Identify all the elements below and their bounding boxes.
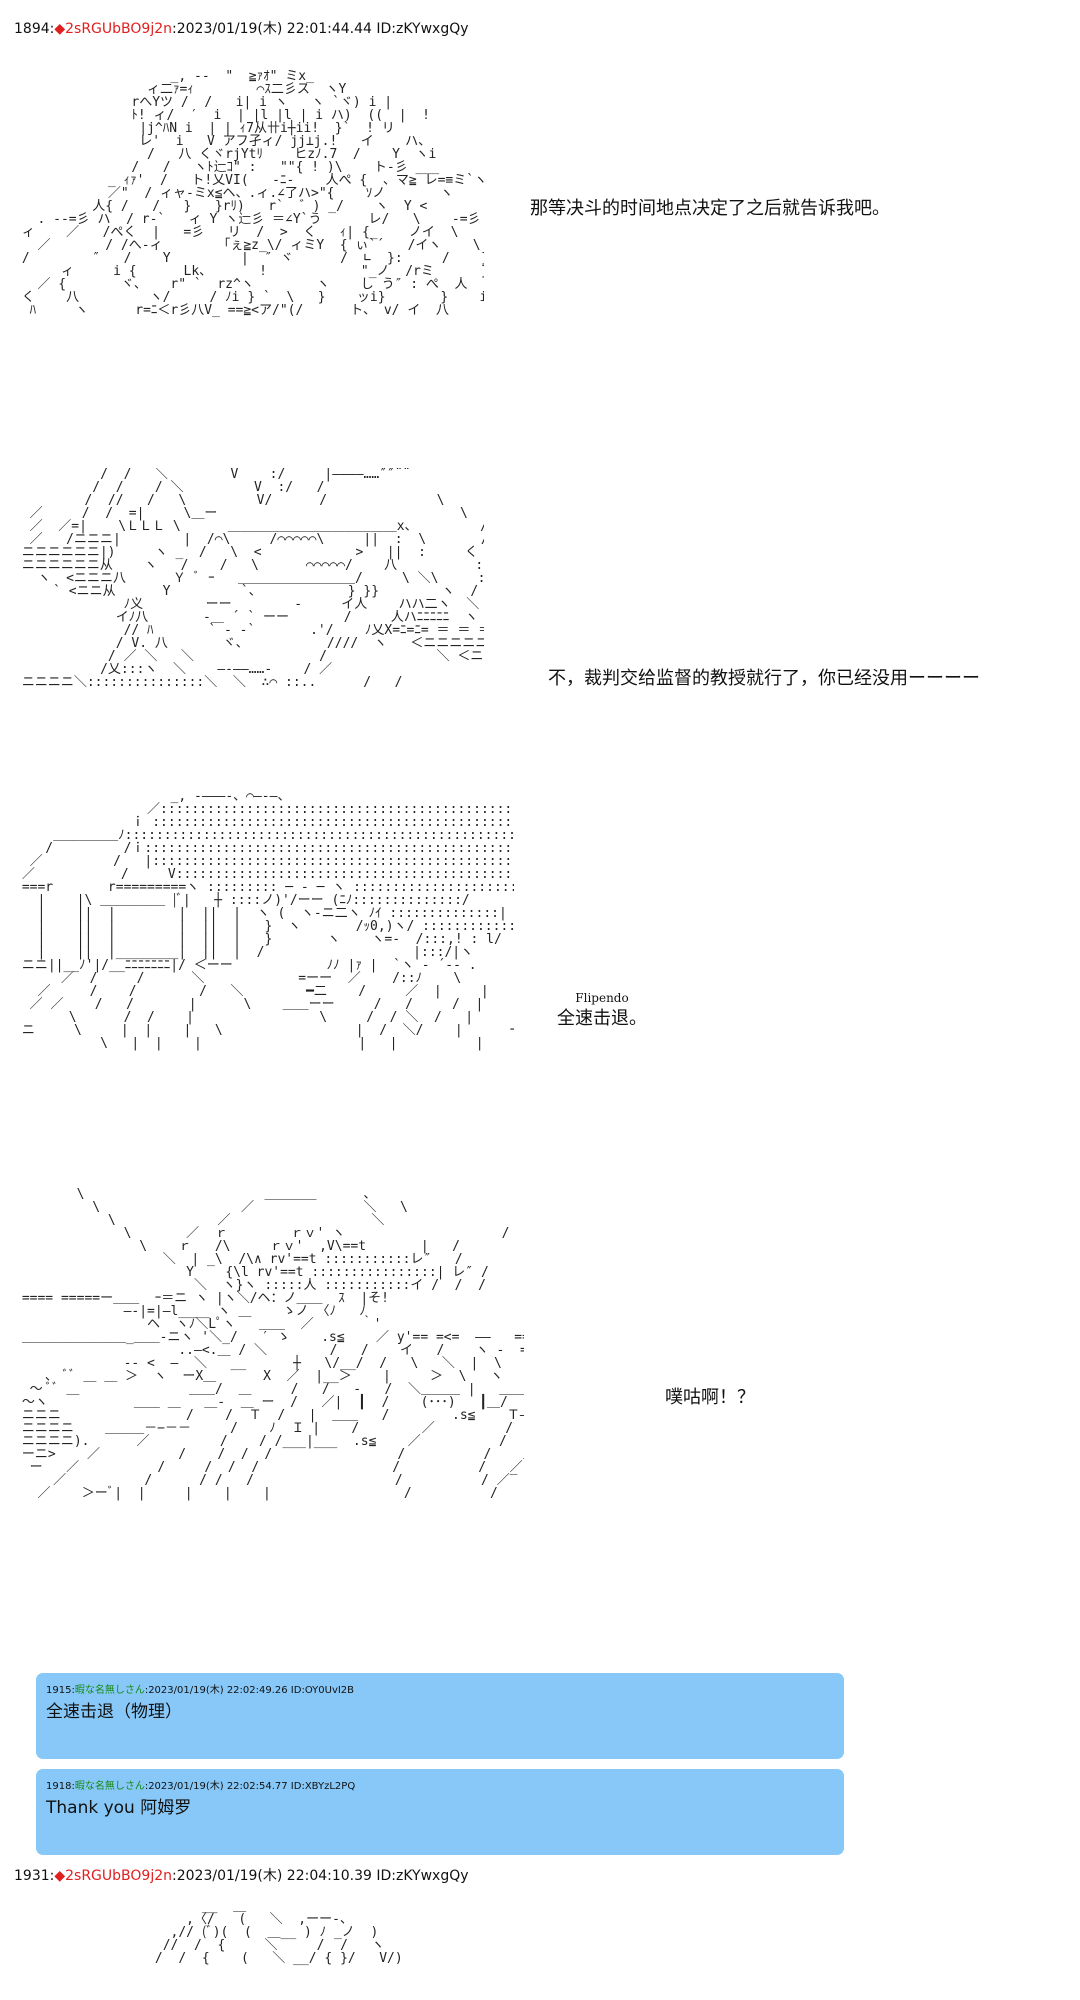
reply-number[interactable]: 1915	[46, 1685, 72, 1696]
reply-box: 1915:暇な名無しさん:2023/01/19(木) 22:02:49.26 I…	[36, 1673, 844, 1759]
ascii-art-panel-4: \ ＿＿＿＿ 、 / \ ／ ＼ \ / \ ／ ＼ /	[21, 1188, 524, 1501]
post-header: 1931:◆2sRGUbBO9j2n:2023/01/19(木) 22:04:1…	[14, 1865, 469, 1885]
dialogue-text: 全速击退。	[557, 1008, 647, 1029]
dialogue-line-4: 噗咕啊！？	[665, 1387, 755, 1408]
dialogue-line-3: Flipendo 全速击退。	[557, 992, 647, 1030]
ascii-art-panel-3: _, ‐―――‐、⌒―‐―、 ／::::::::::::::::::::::::…	[21, 790, 514, 1051]
post-separator: :	[49, 21, 55, 37]
reply-box: 1918:暇な名無しさん:2023/01/19(木) 22:02:54.77 I…	[36, 1769, 844, 1855]
post-header: 1894:◆2sRGUbBO9j2n:2023/01/19(木) 22:01:4…	[14, 18, 469, 38]
reply-meta: :2023/01/19(木) 22:02:54.77 ID:XBYzL2PQ	[144, 1781, 356, 1792]
reply-author: 暇な名無しさん	[74, 1685, 145, 1696]
post-number[interactable]: 1894	[14, 21, 50, 37]
ascii-art-panel-2: / / ＼ V :/ |――――……″″¨¨ / / / ＼ V :/ / / …	[21, 468, 484, 690]
ruby-annotation: Flipendo	[575, 991, 629, 1005]
reply-body: 全速击退（物理）	[46, 1702, 182, 1722]
dialogue-line-1: 那等决斗的时间地点决定了之后就告诉我吧。	[530, 198, 890, 219]
reply-number[interactable]: 1918	[46, 1781, 72, 1792]
ascii-art-panel-5: __ ＿ ,〈/ ( ＼ ,ーー‐、 ,// (ﾞ)( ( ＿__ ) ﾉ _ノ…	[154, 1900, 403, 1966]
dialogue-line-2: 不，裁判交给监督的教授就行了，你已经没用ーーーー	[548, 668, 980, 689]
poster-id[interactable]: ID:zKYwxgQy	[376, 1868, 469, 1884]
reply-header: 1915:暇な名無しさん:2023/01/19(木) 22:02:49.26 I…	[46, 1685, 355, 1696]
reply-header: 1918:暇な名無しさん:2023/01/19(木) 22:02:54.77 I…	[46, 1781, 356, 1792]
reply-author: 暇な名無しさん	[74, 1781, 145, 1792]
reply-meta: :2023/01/19(木) 22:02:49.26 ID:OY0UvI2B	[144, 1685, 355, 1696]
poster-id[interactable]: ID:zKYwxgQy	[376, 21, 469, 37]
post-datetime: :2023/01/19(木) 22:04:10.39	[172, 1868, 372, 1884]
ascii-art-panel-1: _, -- " ≧ｧｵ" ミx_ ィ二ｧ=ｨ ⌒ｽ二彡ス ヽY rへYツ / /…	[21, 70, 484, 318]
post-datetime: :2023/01/19(木) 22:01:44.44	[172, 21, 372, 37]
poster-trip: ◆2sRGUbBO9j2n	[54, 21, 172, 37]
post-separator: :	[49, 1868, 55, 1884]
reply-body: Thank you 阿姆罗	[46, 1798, 192, 1818]
post-number[interactable]: 1931	[14, 1868, 50, 1884]
poster-trip: ◆2sRGUbBO9j2n	[54, 1868, 172, 1884]
